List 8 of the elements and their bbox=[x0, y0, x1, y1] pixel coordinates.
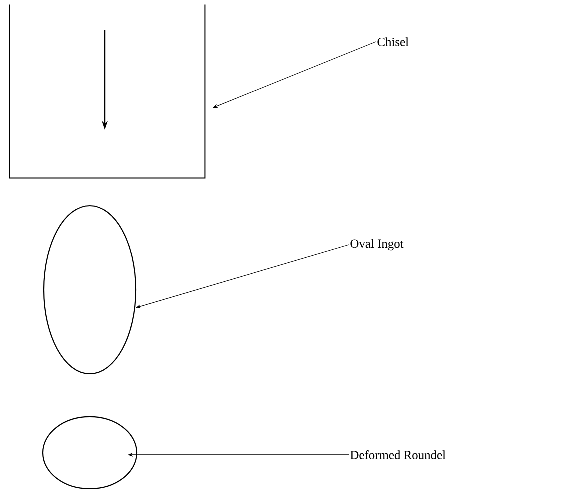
roundel-outline bbox=[42, 416, 138, 490]
chisel-drawing bbox=[9, 4, 206, 179]
ingot-outline bbox=[43, 205, 137, 375]
part-label: Oval Ingot bbox=[350, 239, 404, 251]
leader-line bbox=[136, 244, 350, 308]
part-label: Chisel bbox=[378, 38, 409, 46]
leader-line bbox=[213, 42, 376, 108]
part-label: Deformed Roundel bbox=[350, 450, 446, 460]
